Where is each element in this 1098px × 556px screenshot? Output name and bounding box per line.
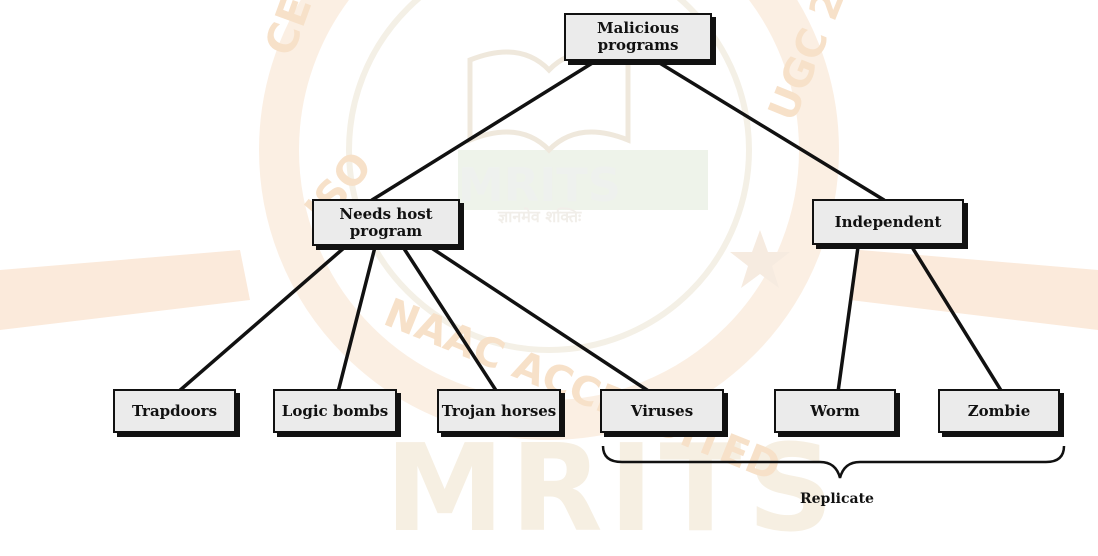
replicate-brace bbox=[601, 445, 1066, 479]
node-trapdoors: Trapdoors bbox=[113, 389, 236, 433]
edge-root-host bbox=[370, 60, 596, 202]
node-label: Independent bbox=[834, 212, 942, 231]
node-logic-bombs: Logic bombs bbox=[273, 389, 397, 433]
edge-root-independent bbox=[656, 60, 886, 202]
node-label: Logic bombs bbox=[281, 401, 389, 420]
node-needs-host-program: Needs host program bbox=[312, 199, 460, 246]
edge-host-trojan-horses bbox=[401, 245, 499, 394]
node-viruses: Viruses bbox=[600, 389, 724, 433]
edge-independent-worm bbox=[836, 245, 860, 394]
node-label: Needs host program bbox=[339, 204, 433, 240]
edge-host-viruses bbox=[428, 245, 652, 394]
edge-host-trapdoors bbox=[176, 245, 347, 394]
edge-host-logic-bombs bbox=[336, 245, 377, 394]
node-label: Malicious programs bbox=[597, 19, 679, 54]
node-worm: Worm bbox=[774, 389, 896, 433]
node-independent: Independent bbox=[812, 199, 964, 245]
node-label: Trojan horses bbox=[441, 401, 557, 420]
node-label: Trapdoors bbox=[131, 401, 218, 420]
node-malicious-programs: Malicious programs bbox=[564, 13, 712, 61]
edge-independent-zombie bbox=[910, 245, 1004, 394]
node-label: Zombie bbox=[967, 401, 1031, 420]
node-label: Viruses bbox=[630, 401, 694, 420]
node-trojan-horses: Trojan horses bbox=[437, 389, 561, 433]
node-label: Worm bbox=[810, 401, 860, 420]
replicate-caption: Replicate bbox=[800, 491, 874, 507]
node-zombie: Zombie bbox=[938, 389, 1060, 433]
